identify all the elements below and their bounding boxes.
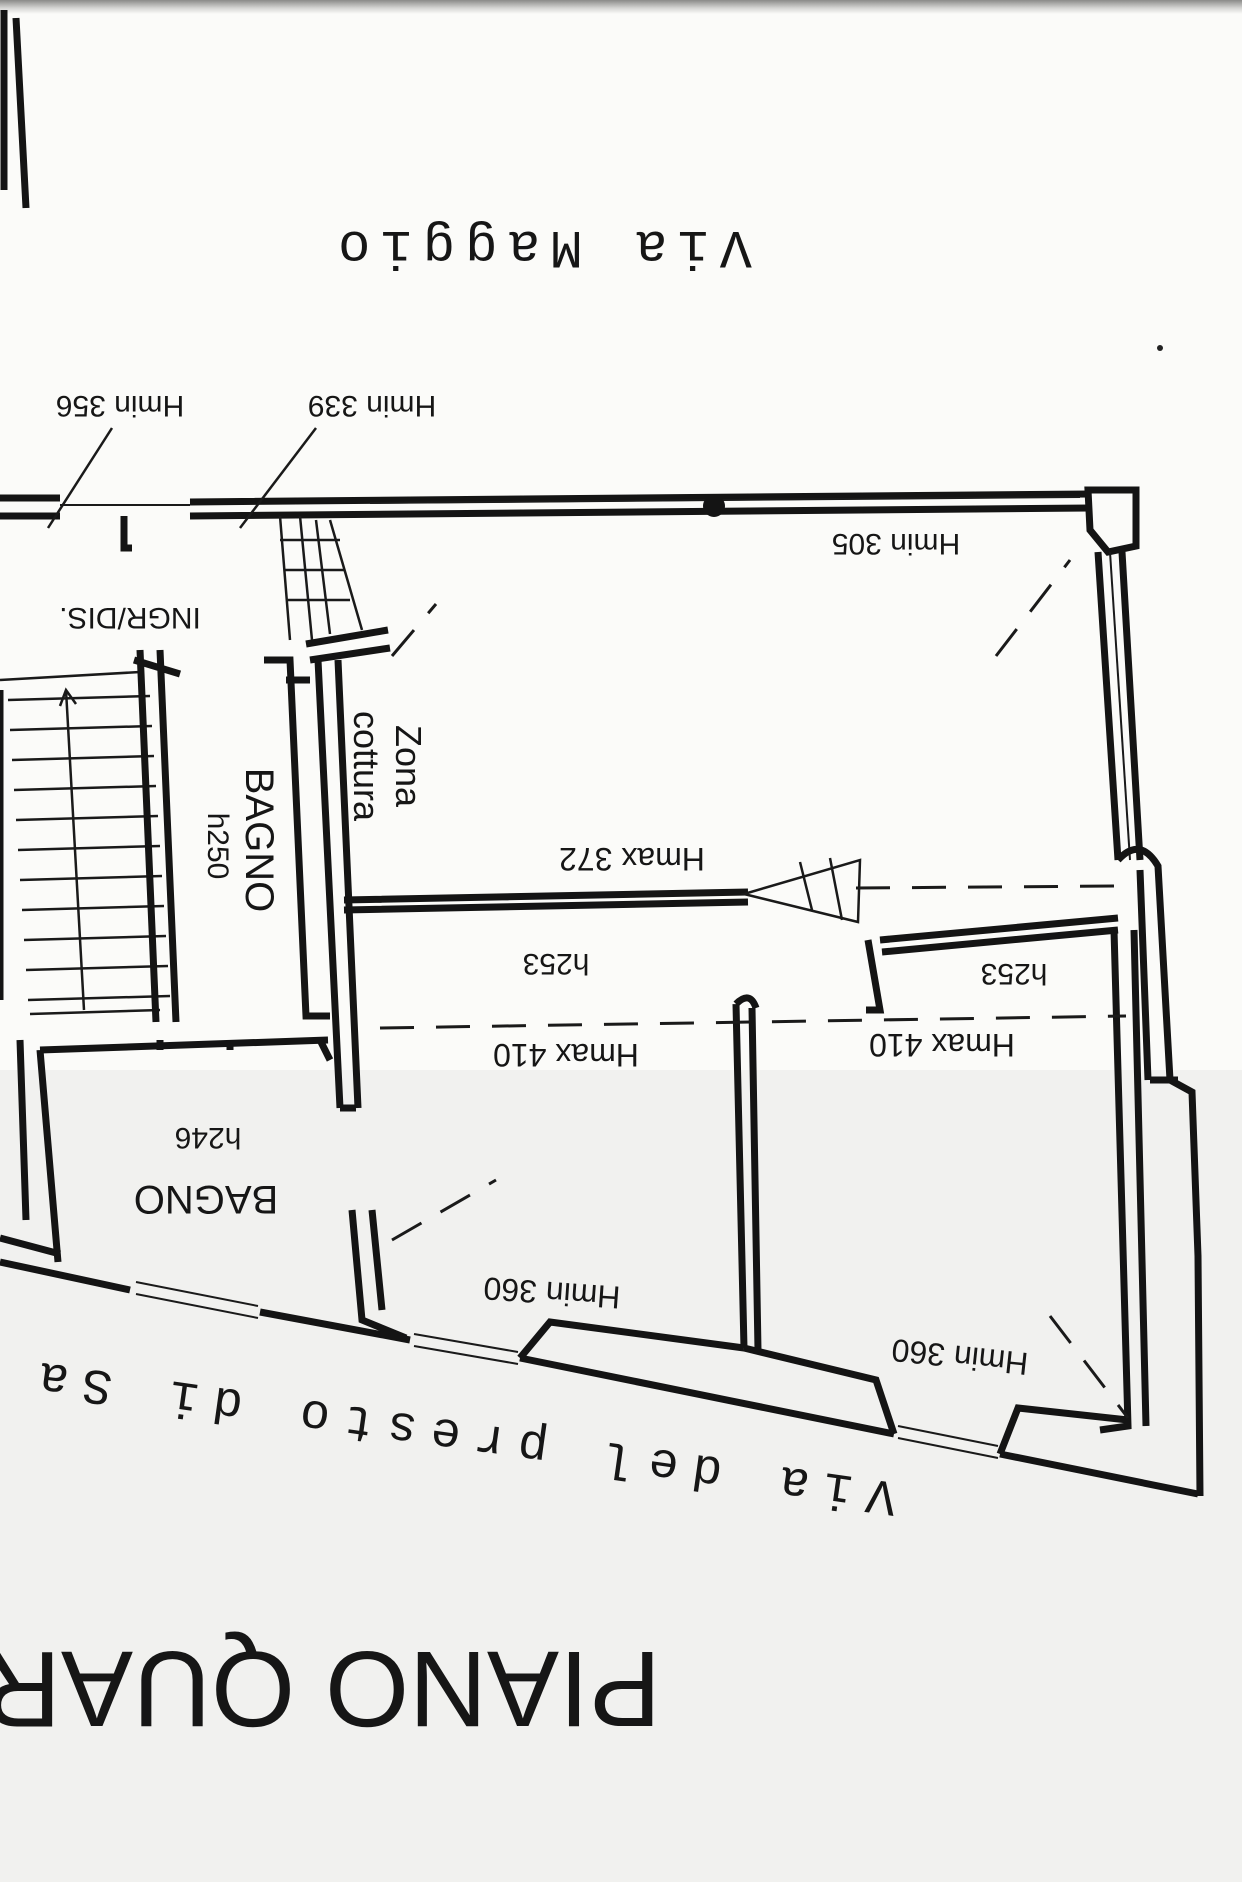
height-label-hmin-339: Hmin 339 [308,389,436,422]
height-label-hmax-372: Hmax 372 [559,841,705,877]
room-label-entrance: INGR/DIS. [59,601,201,634]
room-label-mid-height: h253 [523,947,590,980]
room-label-bath-upper-height: h250 [201,813,234,880]
scan-shade-band [0,1070,1242,1882]
slope-triangle-symbol [739,857,862,924]
height-label-hmin-305: Hmin 305 [832,527,960,560]
room-label-kitchen-line1: Zona [388,725,429,808]
entry-hatch [278,515,364,641]
wall-fragment [0,10,30,209]
height-label-hmin-356: Hmin 356 [56,389,184,422]
street-label-north: Via Maggio [328,215,752,276]
east-facade-wall [1094,551,1204,1497]
staircase [0,670,171,1221]
room-label-bath-lower: BAGNO [134,1177,278,1221]
room-label-kitchen-line2: cottura [346,711,387,822]
height-boundary-lines [379,559,1130,1419]
stray-mark [1157,345,1163,351]
room-label-bath-upper: BAGNO [237,768,281,912]
room-label-bath-lower-height: h246 [175,1121,242,1154]
south-facade-wall [0,1234,1199,1498]
scan-edge-shadow [0,0,1242,14]
height-label-hmax-410-right: Hmax 410 [869,1027,1015,1063]
leader-lines [46,427,317,529]
north-facade-wall [0,486,1140,556]
floor-title: PIANO QUART [0,1629,661,1750]
height-label-hmax-410-left: Hmax 410 [493,1037,639,1073]
room-label-right-height: h253 [981,957,1048,990]
interior-walls [36,516,1150,1456]
